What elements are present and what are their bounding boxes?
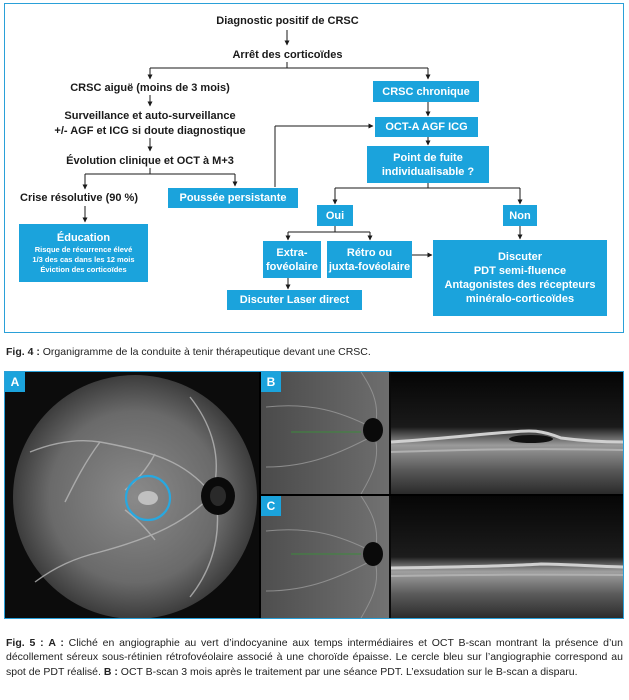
retro-juxta-box: Rétro ou juxta-fovéolaire — [327, 241, 412, 278]
leak-label-2: individualisable ? — [381, 165, 475, 178]
pdt-spot-circle — [124, 474, 172, 522]
fig4-text: Organigramme de la conduite à tenir thér… — [39, 346, 371, 358]
figure-5-images: A — [4, 371, 624, 619]
discuss-line: minéralo-corticoïdes — [465, 293, 575, 305]
discuss-box: Discuter PDT semi-fluence Antagonistes d… — [433, 240, 607, 316]
retro-label-2: juxta-fovéolaire — [328, 260, 411, 273]
discuss-line: Discuter — [497, 251, 543, 263]
step-diagnostic: Diagnostic positif de CRSC — [216, 15, 359, 27]
no-label: Non — [509, 209, 531, 222]
fig4-caption: Fig. 4 : Organigramme de la conduite à t… — [6, 345, 623, 359]
panel-a-angiogram: A — [5, 372, 259, 618]
yes-label: Oui — [325, 209, 345, 222]
laser-label: Discuter Laser direct — [239, 294, 350, 306]
chronic-label: CRSC chronique — [382, 85, 470, 98]
panel-c-label: C — [261, 496, 281, 516]
panel-c: C — [261, 496, 623, 618]
step-resolved: Crise résolutive (90 %) — [20, 192, 138, 204]
step-surveillance-2: +/- AGF et ICG si doute diagnostique — [54, 125, 246, 137]
panel-a-label: A — [5, 372, 25, 392]
step-acute: CRSC aiguë (moins de 3 mois) — [70, 82, 230, 94]
extra-label-2: fovéolaire — [266, 260, 318, 273]
persistent-box: Poussée persistante — [168, 188, 298, 208]
education-box: Éducation Risque de récurrence élevé 1/3… — [19, 224, 148, 282]
education-line: Risque de récurrence élevé — [34, 245, 133, 254]
yes-box: Oui — [317, 205, 353, 226]
step-stop-corticoids: Arrêt des corticoïdes — [232, 49, 343, 61]
panel-b: B — [261, 372, 623, 494]
education-title: Éducation — [56, 232, 111, 244]
flowchart-frame — [4, 3, 624, 333]
retro-label-1: Rétro ou — [346, 246, 393, 259]
fig5-caption: Fig. 5 : A : Cliché en angiographie au v… — [6, 636, 623, 679]
extra-foveolar-box: Extra- fovéolaire — [263, 241, 321, 278]
panel-c-image — [261, 496, 623, 618]
octa-label: OCT-A AGF ICG — [385, 121, 468, 133]
step-surveillance-1: Surveillance et auto-surveillance — [64, 110, 236, 122]
leak-label-1: Point de fuite — [393, 151, 463, 164]
discuss-line: Antagonistes des récepteurs — [444, 279, 596, 291]
angiogram-image — [13, 375, 257, 618]
fig5-a-label: A : — [48, 637, 64, 649]
fig5-a-text: Cliché en angiographie au vert d’indocya… — [6, 637, 623, 678]
flowchart-connectors — [82, 30, 523, 290]
extra-label-1: Extra- — [276, 246, 308, 259]
no-box: Non — [503, 205, 537, 226]
chronic-box: CRSC chronique — [373, 81, 479, 102]
panel-b-image — [261, 372, 623, 494]
education-line: 1/3 des cas dans les 12 mois — [32, 255, 135, 264]
leak-box: Point de fuite individualisable ? — [367, 146, 489, 183]
fig5-b-label: B : — [103, 665, 118, 678]
fig5-label: Fig. 5 : — [6, 637, 44, 649]
laser-box: Discuter Laser direct — [227, 290, 362, 310]
education-line: Éviction des corticoïdes — [40, 265, 127, 274]
discuss-line: PDT semi-fluence — [473, 265, 567, 277]
panel-b-label: B — [261, 372, 281, 392]
fig4-label: Fig. 4 : — [6, 346, 40, 358]
octa-box: OCT-A AGF ICG — [375, 117, 478, 137]
persistent-label: Poussée persistante — [179, 192, 287, 204]
fig5-b-text: OCT B-scan 3 mois après le traitement pa… — [117, 665, 578, 678]
step-evolution: Évolution clinique et OCT à M+3 — [66, 155, 234, 167]
